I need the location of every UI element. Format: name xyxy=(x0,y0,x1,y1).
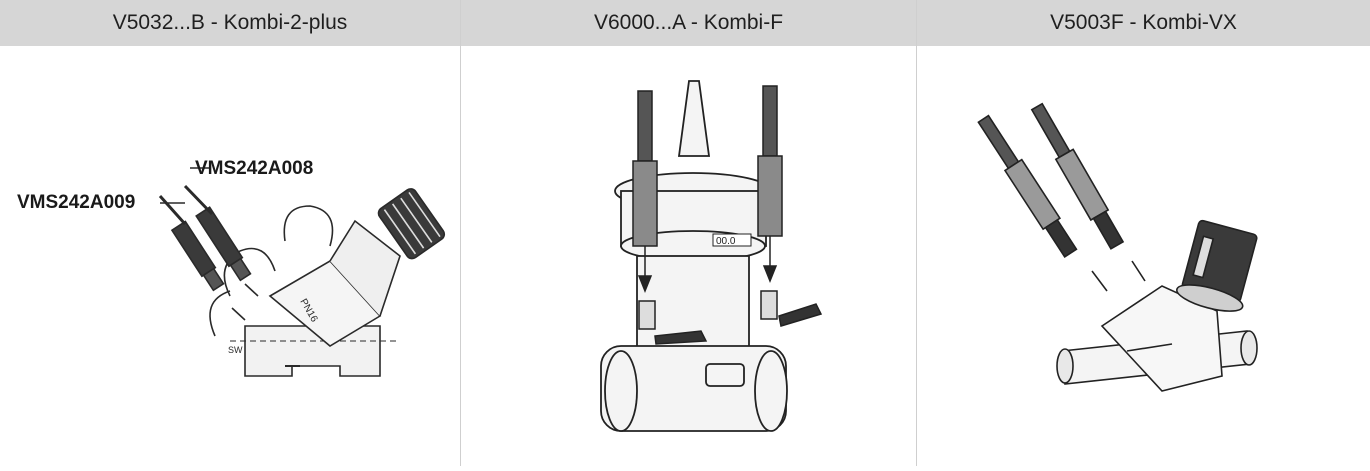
column-header-kombi-2-plus: V5032...B - Kombi-2-plus xyxy=(0,0,460,46)
cell-kombi-2-plus: PN16 SW VMS242A008 VMS242A009 xyxy=(0,46,460,466)
kombi-2-plus-illustration: PN16 SW VMS242A008 VMS242A009 xyxy=(17,158,446,377)
column-divider-1 xyxy=(460,0,461,466)
callout-vms242a009: VMS242A009 xyxy=(17,192,135,213)
cell-kombi-f: 00.0 xyxy=(461,46,916,466)
callout-vms242a008: VMS242A008 xyxy=(195,158,313,179)
cell-kombi-vx xyxy=(917,46,1370,466)
column-divider-2 xyxy=(916,0,917,466)
sw-mark: SW xyxy=(228,345,243,355)
dial-mark: 00.0 xyxy=(716,236,736,247)
column-header-kombi-f: V6000...A - Kombi-F xyxy=(461,0,916,46)
kombi-vx-illustration xyxy=(977,102,1258,392)
column-header-kombi-vx: V5003F - Kombi-VX xyxy=(917,0,1370,46)
kombi-f-illustration: 00.0 xyxy=(600,80,823,432)
